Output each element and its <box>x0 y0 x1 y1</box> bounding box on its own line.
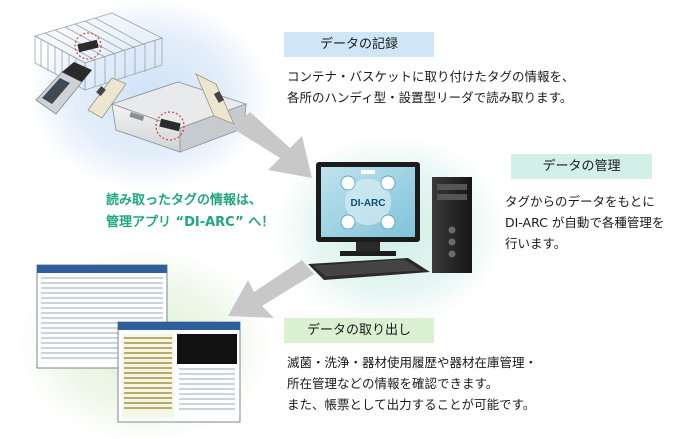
description-line: 行います。 <box>505 236 567 251</box>
description-line: コンテナ・バスケットに取り付けたタグの情報を、 <box>287 69 575 84</box>
description-line: タグからのデータをもとに <box>505 194 655 209</box>
handheld-reader <box>35 62 92 115</box>
callout-line: 読み取ったタグの情報は、 <box>106 193 263 208</box>
callout-line: 管理アプリ “DI-ARC” へ！ <box>106 215 275 230</box>
record-section-title: データの記録 <box>284 32 434 57</box>
manage-section-title: データの管理 <box>511 154 652 179</box>
pc-keyboard <box>308 258 430 280</box>
pc-tower <box>432 177 472 273</box>
description-line: 滅菌・洗浄・器材使用履歴や器材在庫管理・ <box>287 355 538 370</box>
app-window-detail <box>117 321 241 423</box>
description-line: 所在管理などの情報を確認できます。 <box>287 376 499 391</box>
record-section-description: コンテナ・バスケットに取り付けたタグの情報を、 各所のハンディ型・設置型リーダで… <box>287 66 575 108</box>
description-line: また、帳票として出力することが可能です。 <box>287 397 536 412</box>
fixed-reader-1 <box>87 77 127 119</box>
pc-monitor: DI-ARC <box>316 162 420 256</box>
arrow-to-output <box>228 260 314 318</box>
di-arc-callout: 読み取ったタグの情報は、 管理アプリ “DI-ARC” へ！ <box>106 190 274 234</box>
basket-rfid-tag <box>74 32 102 60</box>
arrow-to-pc <box>232 112 312 178</box>
description-line: 各所のハンディ型・設置型リーダで読み取ります。 <box>287 90 573 105</box>
fixed-reader-2 <box>195 73 235 125</box>
description-line: DI-ARC が自動で各種管理を <box>505 215 665 230</box>
output-section-description: 滅菌・洗浄・器材使用履歴や器材在庫管理・ 所在管理などの情報を確認できます。 ま… <box>287 352 537 415</box>
box-rfid-tag <box>155 111 185 141</box>
wire-basket <box>33 12 164 91</box>
monitor-logo: DI-ARC <box>351 198 386 209</box>
output-section-title: データの取り出し <box>284 318 434 343</box>
manage-section-description: タグからのデータをもとに DI-ARC が自動で各種管理を 行います。 <box>505 191 664 254</box>
